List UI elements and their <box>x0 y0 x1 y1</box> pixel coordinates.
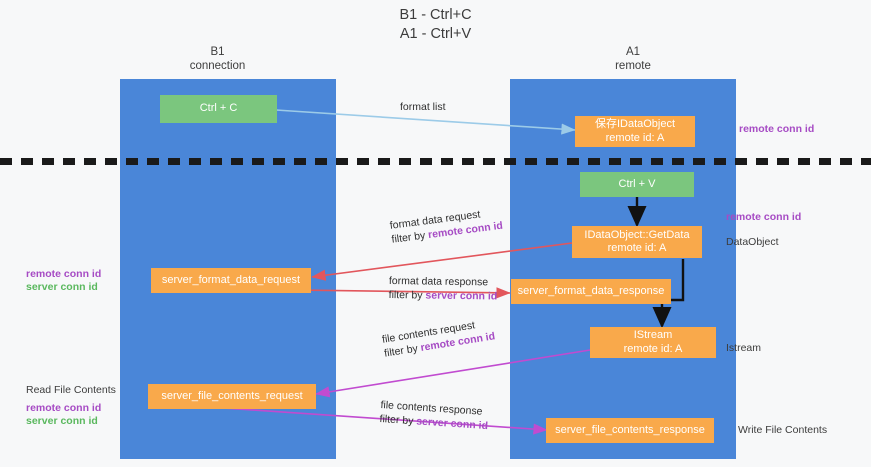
flow-format-data-request-filter-prefix: filter by <box>390 229 429 246</box>
side-label-istream: Istream <box>726 342 762 354</box>
side-label-left-server-conn-id: server conn id <box>26 281 98 293</box>
lane-header-a1: A1 remote <box>615 46 651 72</box>
page-title: B1 - Ctrl+C A1 - Ctrl+V <box>399 7 472 42</box>
node-save-dataobject[interactable]: 保存IDataObject remote id: A <box>575 116 695 147</box>
side-label-right-remote-conn-id-mid: remote conn id <box>726 211 802 223</box>
side-label-left-remote-conn-id: remote conn id <box>26 268 102 280</box>
flow-format-data-response-text: format data response <box>388 274 489 289</box>
side-label-left-bottom-remote-conn-id: remote conn id <box>26 402 102 414</box>
side-label-left-bottom-server-conn-id: server conn id <box>26 415 98 427</box>
flow-file-contents-response-filter-prefix: filter by <box>379 412 417 428</box>
flow-label-file-contents-request: file contents request filter by remote c… <box>381 315 496 360</box>
node-server-format-data-request[interactable]: server_format_data_request <box>151 268 311 293</box>
node-istream[interactable]: IStream remote id: A <box>590 327 716 358</box>
flow-label-file-contents-response: file contents response filter by server … <box>379 398 489 433</box>
side-label-dataobject: DataObject <box>726 236 779 248</box>
side-label-read-file-contents: Read File Contents <box>26 384 116 396</box>
flow-label-format-data-response: format data response filter by server co… <box>389 274 498 304</box>
flow-label-format-list: format list <box>400 101 446 113</box>
node-getdata[interactable]: IDataObject::GetData remote id: A <box>572 226 702 258</box>
node-ctrl-v[interactable]: Ctrl + V <box>580 172 694 197</box>
node-ctrl-c[interactable]: Ctrl + C <box>160 95 277 123</box>
side-label-write-file-contents: Write File Contents <box>738 424 828 436</box>
lane-header-b1: B1 connection <box>189 46 246 72</box>
flow-format-data-response-filter-prefix: filter by <box>388 288 426 302</box>
node-server-file-contents-request[interactable]: server_file_contents_request <box>148 384 316 409</box>
flow-label-format-data-request: format data request filter by remote con… <box>389 205 504 247</box>
node-server-file-contents-response[interactable]: server_file_contents_response <box>546 418 714 443</box>
node-server-format-data-response[interactable]: server_format_data_response <box>511 279 671 304</box>
flow-file-contents-response-filter-key: server conn id <box>415 415 489 433</box>
flow-format-data-response-filter-key: server conn id <box>425 289 498 303</box>
side-label-right-remote-conn-id-top: remote conn id <box>739 123 815 135</box>
